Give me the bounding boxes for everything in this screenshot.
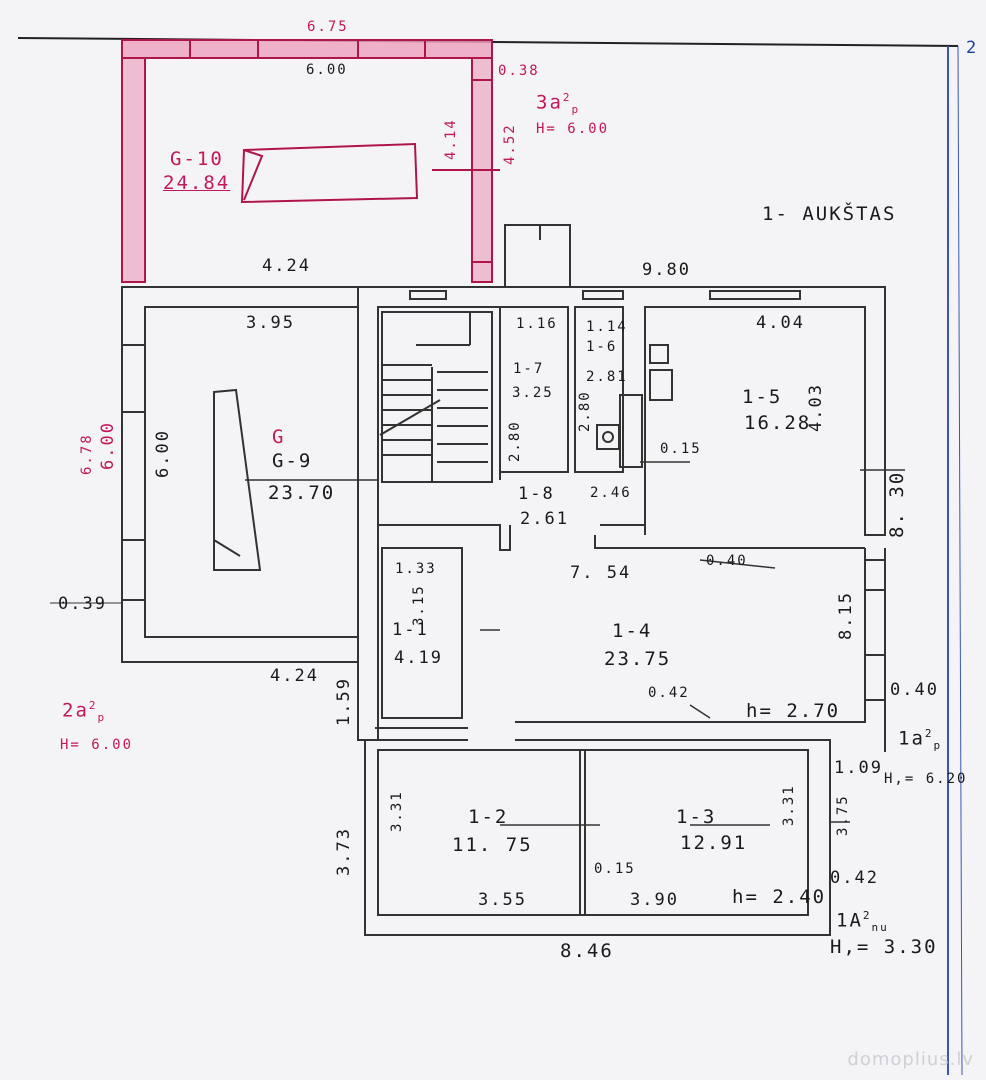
category-1a-bottom-sup: 2 <box>862 909 872 922</box>
room-1-4-id: 1-4 <box>612 620 653 642</box>
dim-r16-top: 1.14 <box>586 319 628 335</box>
dim-r17-top: 1.16 <box>516 316 558 332</box>
g10-dim-bottom: 4.24 <box>262 256 311 276</box>
floor-label: 1- AUKŠTAS <box>762 203 897 225</box>
room-1-4-area: 23.75 <box>604 648 672 670</box>
category-1a-right: 1a2p <box>898 728 942 751</box>
category-1a-right-sub: p <box>933 739 943 753</box>
dim-r12-side: 3.31 <box>389 790 405 832</box>
room-1-8-id: 1-8 <box>518 484 555 504</box>
dim-r15-wall: 0.15 <box>660 441 702 457</box>
height-1a-right: H,= 6.20 <box>884 771 968 787</box>
dim-r18-right: 2.46 <box>590 485 632 501</box>
room-1-2-id: 1-2 <box>468 806 509 828</box>
dim-r12-bottom: 3.55 <box>478 890 527 910</box>
dim-r16-side: 2.80 <box>577 390 593 432</box>
room-1-7-id: 1-7 <box>513 361 545 377</box>
g10-category: 3a2p <box>536 92 580 115</box>
dim-r14-wall: 0.40 <box>706 553 748 569</box>
height-1a-bottom: H,= 3.30 <box>830 936 938 958</box>
dim-right-wall: 0.40 <box>890 680 939 700</box>
g9-dim-bottom: 4.24 <box>270 666 319 686</box>
g10-height: H= 6.00 <box>536 121 610 137</box>
dim-bottom-total: 8.46 <box>560 940 614 962</box>
dim-r11-side: 3.15 <box>411 584 427 626</box>
g9-id: G-9 <box>272 450 313 472</box>
dim-r14-right: 8.15 <box>836 591 856 640</box>
category-1a-bottom: 1A2nu <box>836 910 889 933</box>
dim-r13-right-outer: 3.75 <box>835 794 851 836</box>
g9-dim-left: 6.00 <box>153 429 173 478</box>
sheet-right-border-2 <box>957 45 963 1076</box>
g10-id: G-10 <box>170 148 224 170</box>
room-1-8-area: 2.61 <box>520 509 569 529</box>
dim-r14-top: 7. 54 <box>570 563 632 583</box>
g10-dim-wall: 0.38 <box>498 63 540 79</box>
g9-dim-top: 3.95 <box>246 313 295 333</box>
g10-category-label: 3a <box>536 91 563 114</box>
g10-area: 24.84 <box>163 172 231 194</box>
room-1-5-area: 16.28 <box>744 412 812 434</box>
g9-area: 23.70 <box>268 482 336 504</box>
g10-dim-inner-side: 4.14 <box>443 118 459 160</box>
room-1-6-id: 1-6 <box>586 339 618 355</box>
dim-right-wall2: 0.42 <box>830 868 879 888</box>
dim-left-step: 1.59 <box>334 677 354 726</box>
room-1-3-area: 12.91 <box>680 832 748 854</box>
room-1-5-id: 1-5 <box>742 386 783 408</box>
watermark: domoplius.lv <box>847 1049 974 1070</box>
g10-dim-outer-side: 4.52 <box>502 123 518 165</box>
g9-category-label: 2a <box>62 699 89 722</box>
room-1-1-id: 1-1 <box>392 620 429 640</box>
house-walls <box>357 224 886 936</box>
room-1-6-area: 2.81 <box>586 369 628 385</box>
g9-category: 2a2p <box>62 700 106 723</box>
room-1-1-area: 4.19 <box>394 648 443 668</box>
dim-r14-height: h= 2.70 <box>746 700 841 722</box>
g10-category-sup: 2 <box>562 91 572 104</box>
dim-r13-bottom: 3.90 <box>630 890 679 910</box>
room-1-3-id: 1-3 <box>676 806 717 828</box>
dim-overall-right: 8. 30 <box>886 470 908 538</box>
dim-r15-side: 4.03 <box>806 383 826 432</box>
dim-overall-top: 9.80 <box>642 260 691 280</box>
g9-id-top: G <box>272 426 286 448</box>
category-1a-bottom-sub: nu <box>871 921 889 935</box>
room-1-2-area: 11. 75 <box>452 834 533 856</box>
category-1a-right-sup: 2 <box>924 727 934 740</box>
dim-r14-wall2: 0.42 <box>648 685 690 701</box>
g9-category-sup: 2 <box>88 699 98 712</box>
dim-r11-top: 1.33 <box>395 561 437 577</box>
category-1a-right-label: 1a <box>898 727 925 750</box>
dim-r13-side: 3.31 <box>781 784 797 826</box>
g9-dim-left-outer-red: 6.78 <box>79 433 95 475</box>
dimension-lines <box>245 461 905 826</box>
room-1-7-area: 3.25 <box>512 385 554 401</box>
g9-category-sub: p <box>97 711 107 725</box>
dim-wall-015: 0.15 <box>594 861 636 877</box>
g9-dim-left-outer: 6.00 <box>98 421 118 470</box>
dim-r15-top: 4.04 <box>756 313 805 333</box>
sheet-number: 2 <box>966 38 979 58</box>
g10-dim-outer-top: 6.75 <box>307 19 349 35</box>
garage-g10 <box>121 39 500 283</box>
dim-right-step: 1.09 <box>834 758 883 778</box>
g9-height: H= 6.00 <box>60 737 134 753</box>
category-1a-bottom-label: 1A <box>836 909 863 932</box>
g10-dim-inner-top: 6.00 <box>306 62 348 78</box>
dim-r13-height: h= 2.40 <box>732 886 827 908</box>
dim-r12-side-outer: 3.73 <box>334 827 354 876</box>
dim-r17-side: 2.80 <box>507 420 523 462</box>
g9-dim-wall: 0.39 <box>58 594 107 614</box>
g10-category-sub: p <box>571 103 581 117</box>
